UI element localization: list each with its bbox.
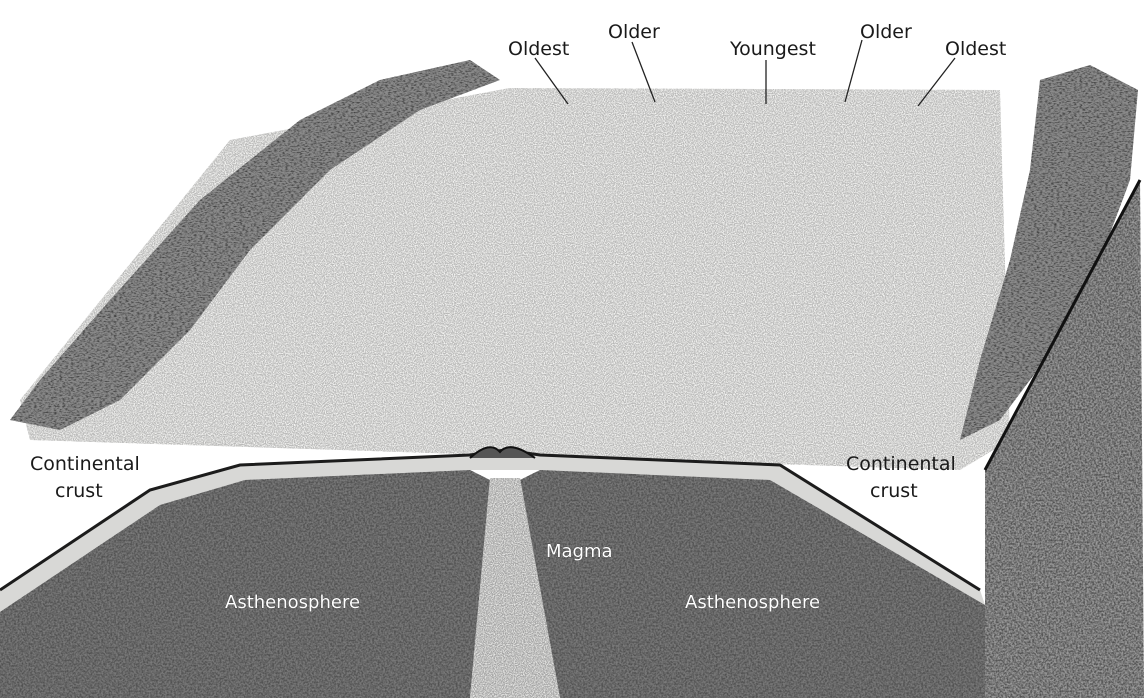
label-oldest-right: Oldest: [945, 38, 1006, 60]
label-older-right: Older: [860, 21, 912, 43]
label-asthenosphere-left: Asthenosphere: [225, 592, 360, 613]
label-continental-left: Continental: [30, 453, 140, 475]
label-crust-left: crust: [55, 480, 103, 502]
label-crust-right: crust: [870, 480, 918, 502]
asthenosphere-left-region: [0, 470, 490, 698]
label-older-left: Older: [608, 21, 660, 43]
asthenosphere-right-region: [520, 470, 985, 698]
label-continental-right: Continental: [846, 453, 956, 475]
label-oldest-left: Oldest: [508, 38, 569, 60]
label-asthenosphere-right: Asthenosphere: [685, 592, 820, 613]
label-magma: Magma: [546, 541, 613, 562]
label-youngest: Youngest: [729, 38, 816, 60]
